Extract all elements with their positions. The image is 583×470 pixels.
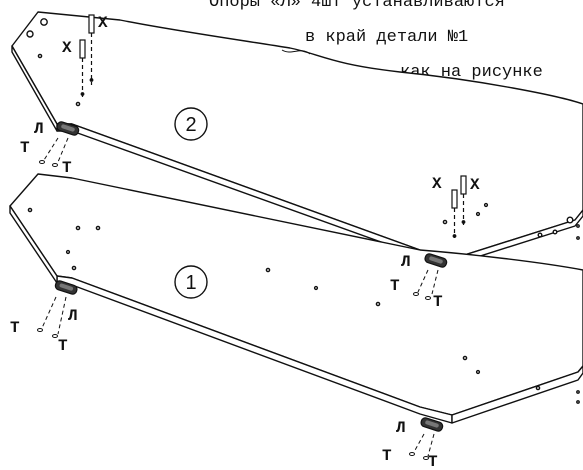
dowel-label: Х: [62, 39, 72, 57]
screw-label: Т: [390, 277, 400, 295]
screw-icon: [37, 328, 43, 332]
foot-right-bottom: [409, 417, 444, 460]
screw-icon: [409, 452, 415, 456]
foot-left-top: [39, 121, 80, 167]
foot-label: Л: [396, 419, 406, 437]
screw-label: Т: [433, 293, 443, 311]
panel-part-1: [9, 173, 583, 424]
screw-label: Т: [382, 447, 392, 465]
dowel-icon: [451, 189, 458, 209]
foot-label: Л: [34, 120, 44, 138]
instruction-line-2: в край детали №1: [305, 28, 469, 47]
screw-label: Т: [428, 453, 438, 470]
part-1-number: 1: [185, 272, 196, 294]
foot-right-top: [413, 253, 448, 300]
dowel-icon: [79, 39, 86, 59]
dowel-group-right: [451, 175, 467, 238]
dowel-icon: [88, 14, 95, 34]
screw-icon: [52, 163, 58, 167]
screw-label: Т: [10, 319, 20, 337]
foot-left-bottom: [37, 280, 78, 338]
screw-icon: [413, 292, 419, 296]
screw-icon: [52, 334, 58, 338]
dowel-label: Х: [98, 14, 108, 32]
dowel-group-left: [79, 14, 95, 100]
dowel-icon: [460, 175, 467, 195]
screw-icon: [423, 456, 429, 460]
screw-label: Т: [58, 337, 68, 355]
instruction-line-1: Опоры «Л» 4шт устанавливаются: [209, 0, 505, 12]
screw-label: Т: [20, 139, 30, 157]
screw-label: Т: [62, 159, 72, 177]
screw-icon: [425, 296, 431, 300]
foot-label: Л: [68, 307, 78, 325]
dowel-label: Х: [470, 176, 480, 194]
foot-label: Л: [401, 253, 411, 271]
part-2-number: 2: [185, 114, 196, 136]
dowel-label: Х: [432, 175, 442, 193]
screw-icon: [39, 160, 45, 164]
part-2-badge: 2: [174, 107, 208, 141]
part-1-badge: 1: [174, 265, 208, 299]
